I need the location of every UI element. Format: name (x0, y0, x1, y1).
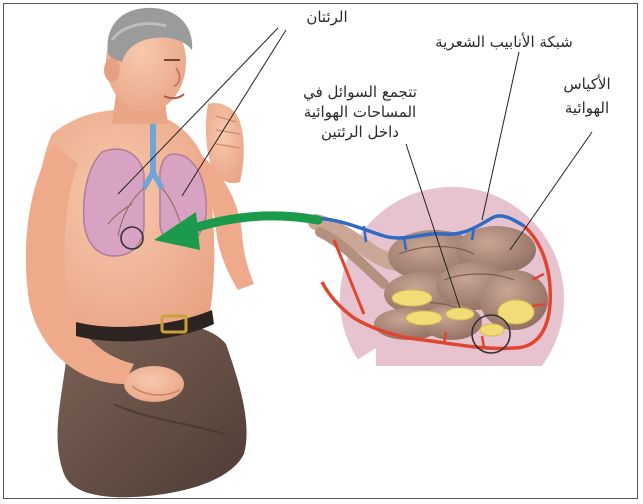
label-air-sacs-line2: الهوائية (542, 98, 632, 118)
diagram-frame: الرئتان شبكة الأنابيب الشعرية تتجمع السو… (3, 3, 638, 499)
man-figure (26, 8, 254, 497)
label-fluid-line3: داخل الرئتين (280, 122, 440, 142)
label-fluid-line1: تتجمع السوائل في (280, 82, 440, 102)
magnified-view (316, 187, 574, 426)
left-lung (84, 149, 144, 256)
leader-capillaries (482, 52, 519, 220)
label-capillary-network: شبكة الأنابيب الشعرية (409, 32, 599, 52)
ear (104, 58, 120, 82)
label-air-sacs-line1: الأكياس (542, 74, 632, 94)
label-fluid-line2: المساحات الهوائية (280, 102, 440, 122)
left-hand (124, 366, 184, 402)
label-lungs: الرئتان (287, 7, 367, 27)
leader-air-sacs (510, 132, 592, 250)
